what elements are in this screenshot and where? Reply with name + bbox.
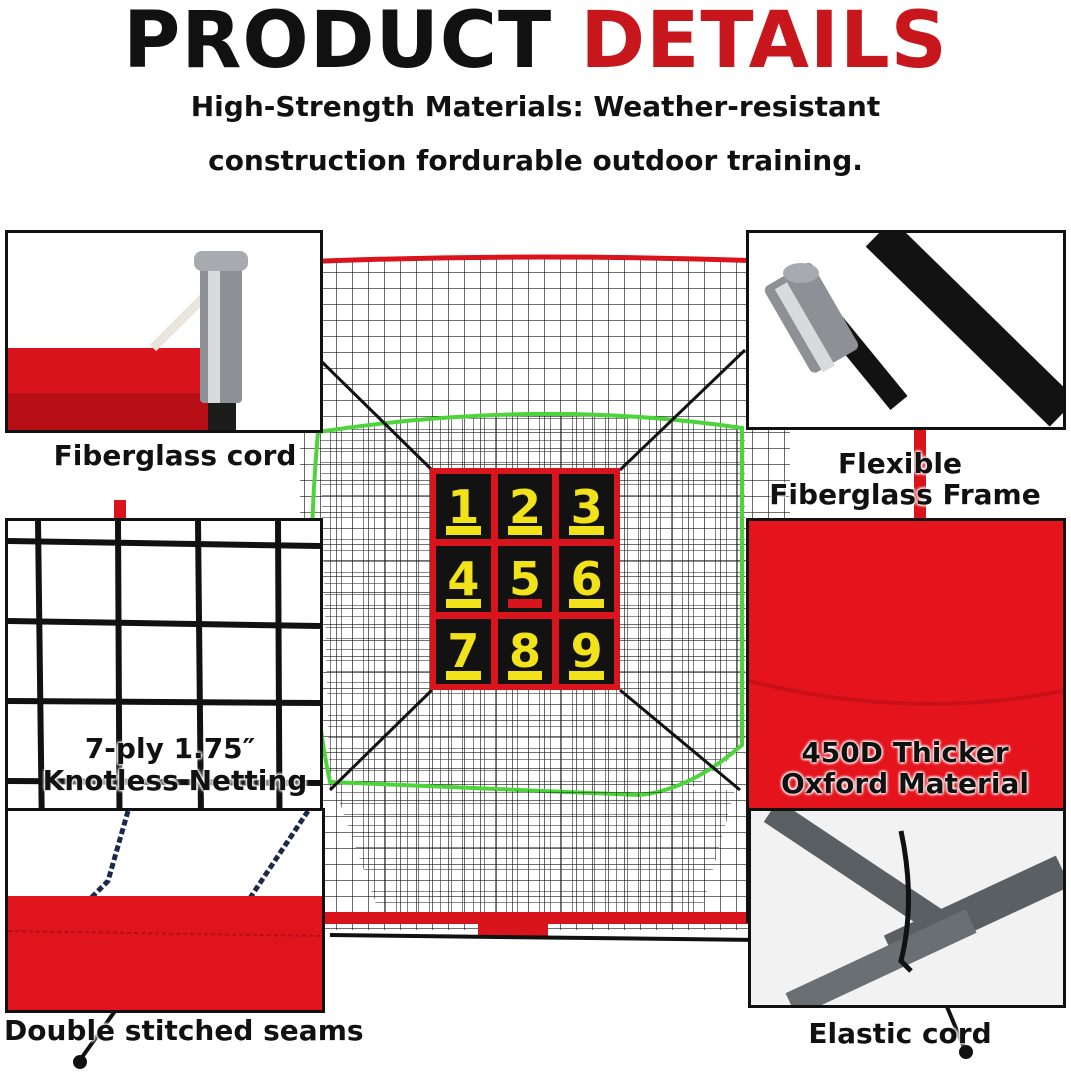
- target-cell: 8: [497, 618, 553, 684]
- target-cell: 1: [436, 474, 491, 540]
- title-word-details: DETAILS: [580, 0, 948, 86]
- target-board: 1 2 3 4 5 6 7 8 9: [430, 468, 620, 690]
- target-cell: 6: [559, 546, 614, 612]
- target-cell: 5: [497, 546, 553, 612]
- title-word-product: PRODUCT: [123, 0, 553, 86]
- target-cell: 4: [436, 546, 491, 612]
- label-double-stitched-seams: Double stitched seams: [4, 1014, 364, 1047]
- target-cell: 9: [559, 618, 614, 684]
- product-scene: 1 2 3 4 5 6 7 8 9 Fiberglass cord Fle: [0, 200, 1071, 1079]
- label-flexible-frame-line1: Flexible: [837, 447, 962, 480]
- label-fiberglass-cord: Fiberglass cord: [53, 439, 297, 472]
- label-netting-line2: Knotless Netting: [42, 764, 308, 797]
- target-cell: 2: [497, 474, 553, 540]
- target-cell: 3: [559, 474, 614, 540]
- callout-flexible-frame-image: [746, 230, 1066, 430]
- page-title: PRODUCT DETAILS: [0, 0, 1071, 82]
- subtitle-line-1: High-Strength Materials: Weather-resista…: [190, 90, 881, 123]
- subtitle-line-2: construction fordurable outdoor training…: [208, 144, 863, 177]
- callout-elastic-cord-image: [748, 808, 1066, 1008]
- label-oxford-line1: 450D Thicker: [801, 736, 1009, 769]
- label-flexible-frame-line2: Fiberglass Frame: [769, 478, 1041, 511]
- target-cell: 7: [436, 618, 491, 684]
- label-netting-line1: 7-ply 1.75″: [84, 732, 256, 765]
- label-oxford-line2: Oxford Material: [781, 767, 1029, 800]
- callout-fiberglass-cord-image: [5, 230, 323, 433]
- label-elastic-cord: Elastic cord: [808, 1017, 992, 1050]
- callout-stitched-seams-image: [5, 808, 325, 1013]
